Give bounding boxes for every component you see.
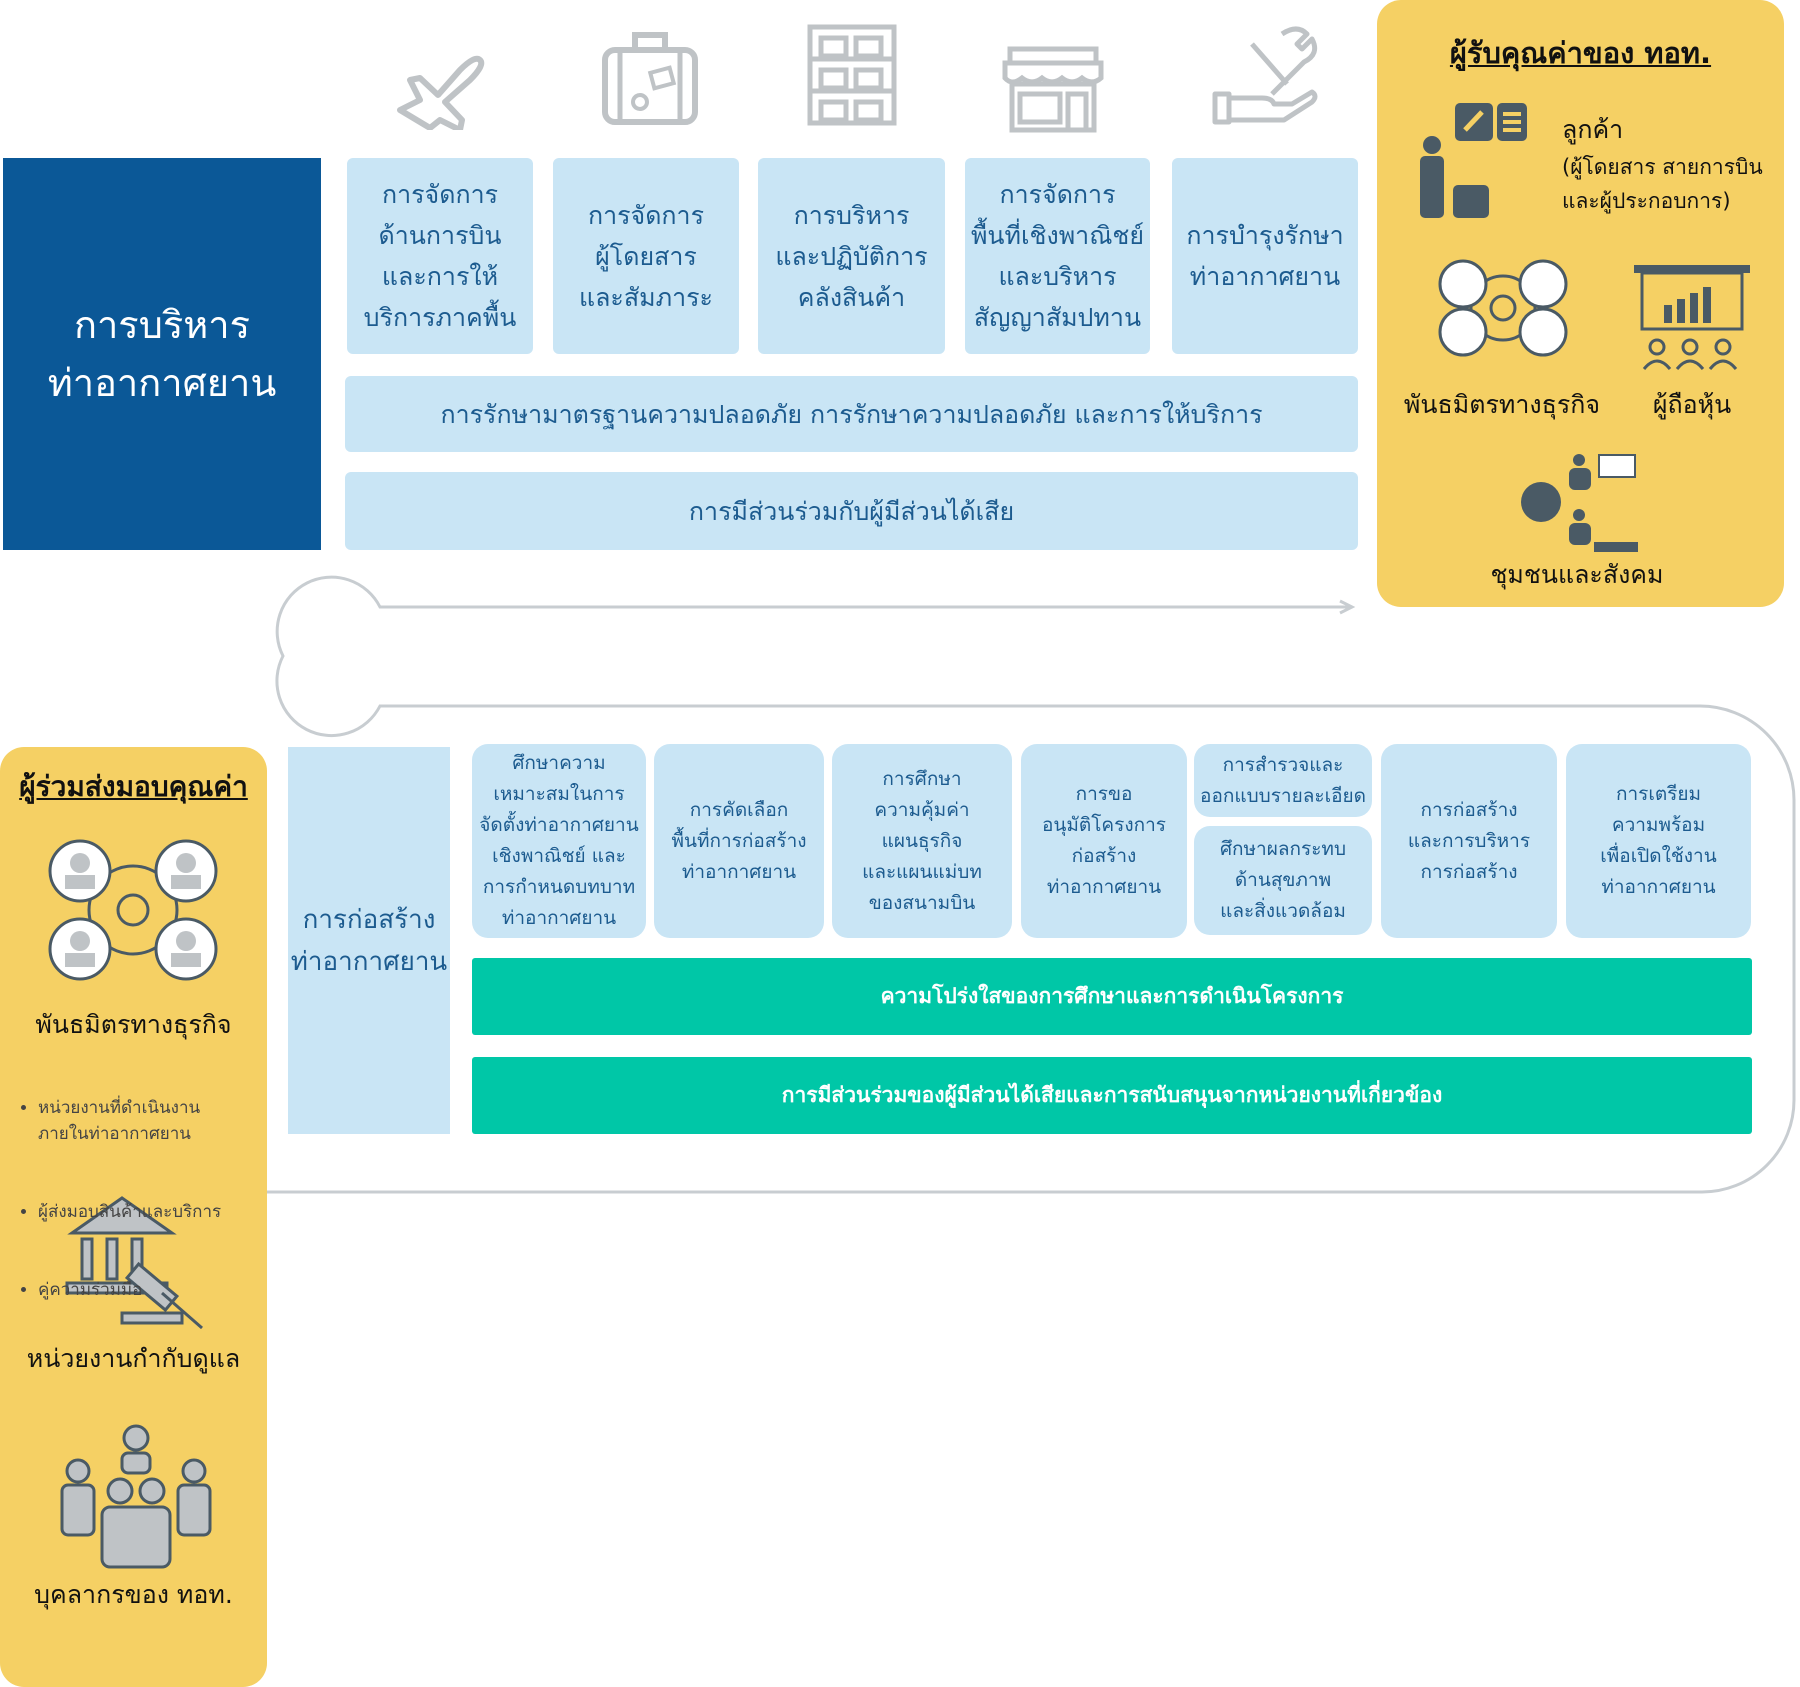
airport-management-title: การบริหาร ท่าอากาศยาน bbox=[3, 158, 321, 550]
regulator-court-icon bbox=[65, 1196, 203, 1330]
shareholders-icon bbox=[1634, 265, 1750, 370]
value-contributors-panel: ผู้ร่วมส่งมอบคุณค่า พันธมิตรทางธุรกิจ หน… bbox=[0, 747, 267, 1687]
partner-item: คู่ความร่วมมือ bbox=[38, 1277, 267, 1303]
shareholders-label: ผู้ถือหุ้น bbox=[1652, 390, 1732, 419]
business-partners-icon bbox=[1438, 259, 1568, 357]
safety-bar: การรักษามาตรฐานความปลอดภัย การรักษาความป… bbox=[345, 376, 1358, 452]
business-partners-label: พันธมิตรทางธุรกิจ bbox=[1403, 390, 1601, 419]
customer-detail: (ผู้โดยสาร สายการบิน และผู้ประกอบการ) bbox=[1562, 155, 1763, 213]
partner-item: ผู้ส่งมอบสินค้าและบริการ bbox=[38, 1199, 267, 1225]
warehouse-shelf-icon bbox=[807, 24, 897, 126]
staff-label: บุคลากรของ ทอท. bbox=[34, 1580, 233, 1609]
participation-bar: การมีส่วนร่วมของผู้มีส่วนได้เสียและการสน… bbox=[472, 1057, 1752, 1134]
column-maintenance: การบำรุงรักษา ท่าอากาศยาน bbox=[1172, 158, 1358, 354]
column-cargo: การบริหาร และปฏิบัติการ คลังสินค้า bbox=[758, 158, 945, 354]
luggage-icon bbox=[602, 32, 698, 125]
shop-icon bbox=[1002, 46, 1104, 133]
step-construction: การก่อสร้าง และการบริหาร การก่อสร้าง bbox=[1381, 744, 1557, 938]
step-business-plan: การศึกษา ความคุ้มค่า แผนธุรกิจ และแผนแม่… bbox=[832, 744, 1012, 938]
step-readiness: การเตรียม ความพร้อม เพื่อเปิดใช้งาน ท่าอ… bbox=[1566, 744, 1751, 938]
step-survey-design: การสำรวจและ ออกแบบรายละเอียด bbox=[1194, 744, 1372, 817]
step-approval: การขอ อนุมัติโครงการ ก่อสร้าง ท่าอากาศยา… bbox=[1021, 744, 1187, 938]
step-feasibility: ศึกษาความ เหมาะสมในการ จัดตั้งท่าอากาศยา… bbox=[472, 744, 646, 938]
staff-group-icon bbox=[60, 1424, 212, 1569]
value-contributors-title: ผู้ร่วมส่งมอบคุณค่า bbox=[19, 770, 248, 803]
maintenance-tools-icon bbox=[1212, 26, 1318, 125]
airplane-icon bbox=[397, 55, 485, 130]
step-site-selection: การคัดเลือก พื้นที่การก่อสร้าง ท่าอากาศย… bbox=[654, 744, 824, 938]
partner-items-list: หน่วยงานที่ดำเนินงาน ภายในท่าอากาศยาน ผู… bbox=[22, 1043, 267, 1355]
transparency-bar: ความโปร่งใสของการศึกษาและการดำเนินโครงกา… bbox=[472, 958, 1752, 1035]
step-impact-study: ศึกษาผลกระทบ ด้านสุขภาพ และสิ่งแวดล้อม bbox=[1194, 826, 1372, 935]
community-icon bbox=[1521, 454, 1638, 552]
regulators-label: หน่วยงานกำกับดูแล bbox=[26, 1344, 241, 1373]
column-commercial: การจัดการ พื้นที่เชิงพาณิชย์ และบริหาร ส… bbox=[965, 158, 1150, 354]
value-receivers-panel: ผู้รับคุณค่าของ ทอท. ลูกค้า (ผู้โดยสาร ส… bbox=[1377, 0, 1784, 607]
contributor-partners-label: พันธมิตรทางธุรกิจ bbox=[35, 1010, 232, 1039]
community-label: ชุมชนและสังคม bbox=[1490, 560, 1664, 589]
customer-icon bbox=[1420, 103, 1527, 218]
business-partners-icon bbox=[48, 839, 218, 981]
column-passenger: การจัดการ ผู้โดยสาร และสัมภาระ bbox=[553, 158, 739, 354]
column-aviation: การจัดการ ด้านการบิน และการให้ บริการภาค… bbox=[347, 158, 533, 354]
value-receivers-title: ผู้รับคุณค่าของ ทอท. bbox=[1449, 36, 1712, 70]
customer-title: ลูกค้า bbox=[1562, 115, 1624, 144]
stakeholder-bar: การมีส่วนร่วมกับผู้มีส่วนได้เสีย bbox=[345, 472, 1358, 550]
partner-item: หน่วยงานที่ดำเนินงาน ภายในท่าอากาศยาน bbox=[38, 1095, 267, 1147]
construction-title: การก่อสร้าง ท่าอากาศยาน bbox=[288, 747, 450, 1134]
